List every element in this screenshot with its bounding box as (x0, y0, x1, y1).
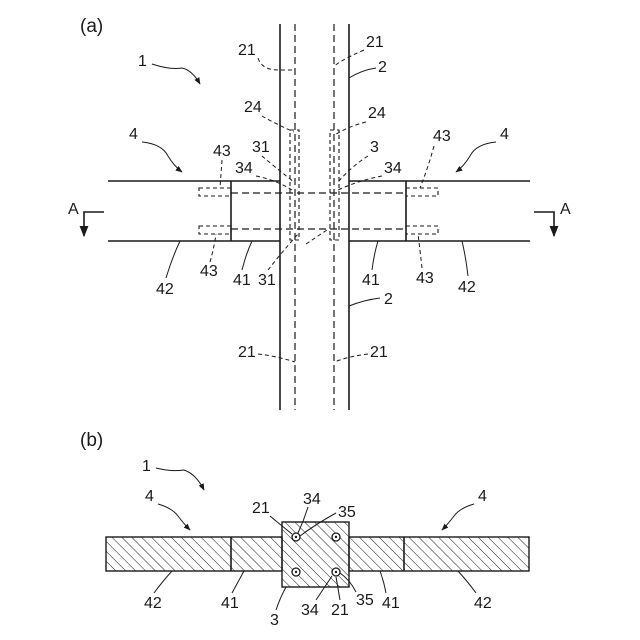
leader-b-4-right (442, 504, 474, 530)
label-b-21-bottom: 21 (331, 602, 349, 619)
label-24-right: 24 (368, 105, 386, 122)
label-21-tl: 21 (238, 42, 256, 59)
label-34-right: 34 (384, 160, 402, 177)
end-bolt-tr (406, 188, 438, 196)
leader-4-right (456, 142, 496, 172)
leader-b-42-left (154, 571, 172, 593)
label-b-34-top: 34 (303, 491, 321, 508)
section-label-right: A (560, 201, 571, 218)
leader-24-left (262, 116, 294, 132)
leader-31-top (262, 156, 294, 182)
label-43-tr: 43 (433, 128, 451, 145)
label-4-left: 4 (129, 126, 138, 143)
end-bolt-br (406, 226, 438, 234)
bolt-center-bl (295, 571, 297, 573)
leader-41-right (372, 241, 378, 270)
label-b-4-right: 4 (478, 488, 487, 505)
label-2-top: 2 (378, 59, 387, 76)
label-31-top: 31 (252, 139, 270, 156)
section-marker-left (84, 212, 104, 236)
leader-31-bottom-b (306, 228, 330, 244)
leader-4-left (142, 142, 182, 172)
leader-b-41-left (232, 571, 244, 593)
leader-43-br (418, 234, 422, 268)
label-b-3: 3 (270, 612, 279, 629)
label-b-41-left: 41 (221, 595, 239, 612)
leader-24-right (336, 122, 366, 134)
end-bolt-tl (199, 188, 231, 196)
label-b-42-left: 42 (144, 595, 162, 612)
figure-a: (a) A A 1 4 (68, 16, 571, 410)
label-43-br: 43 (416, 270, 434, 287)
label-31-bottom: 31 (258, 272, 276, 289)
figure-a-caption: (a) (80, 16, 103, 37)
leader-34-left (256, 176, 292, 190)
label-b-4-left: 4 (145, 488, 154, 505)
label-b-34-bottom: 34 (301, 602, 319, 619)
label-21-bl: 21 (238, 344, 256, 361)
section-label-left: A (68, 201, 79, 218)
leader-42-left (166, 241, 180, 278)
leader-b-41-right (380, 571, 386, 593)
label-4-right: 4 (500, 126, 509, 143)
beam-right-section (349, 537, 529, 571)
leader-34-right (338, 176, 382, 190)
end-bolt-bl (199, 226, 231, 234)
label-3: 3 (370, 139, 379, 156)
beam-left-section (106, 537, 282, 571)
leader-41-left (242, 241, 252, 270)
leader-21-tl (258, 58, 295, 70)
label-43-tl: 43 (213, 143, 231, 160)
bolt-center-br (335, 571, 337, 573)
leader-1 (152, 64, 200, 84)
label-41-left: 41 (233, 272, 251, 289)
leader-2-bottom (349, 298, 380, 306)
label-b-35-bottom: 35 (356, 592, 374, 609)
label-2-bottom: 2 (384, 291, 393, 308)
leader-b-1 (156, 468, 204, 490)
figure-b-caption: (b) (80, 430, 103, 451)
bolt-center-tr (335, 536, 337, 538)
label-1: 1 (138, 53, 147, 70)
label-b-42-right: 42 (474, 595, 492, 612)
label-b-41-right: 41 (382, 595, 400, 612)
label-42-right: 42 (458, 279, 476, 296)
leader-b-3 (276, 587, 286, 610)
label-b-1: 1 (142, 458, 151, 475)
leader-b-4-left (158, 504, 190, 530)
leader-21-br (334, 354, 368, 362)
label-34-left: 34 (235, 160, 253, 177)
leader-43-tl (220, 160, 222, 188)
label-42-left: 42 (156, 281, 174, 298)
leader-2-top (349, 68, 376, 78)
leader-3 (338, 156, 368, 182)
label-21-tr: 21 (366, 34, 384, 51)
bolt-center-tl (295, 536, 297, 538)
connector-block (282, 522, 349, 587)
label-21-br: 21 (370, 344, 388, 361)
leader-31-bottom (268, 234, 298, 270)
figure-b: (b) 1 4 4 21 34 35 3 (80, 430, 529, 629)
label-43-bl: 43 (200, 263, 218, 280)
leader-21-bl (258, 354, 295, 362)
label-b-35-top: 35 (338, 504, 356, 521)
leader-43-bl (210, 234, 216, 262)
label-41-right: 41 (362, 272, 380, 289)
leader-42-right (462, 241, 468, 276)
leader-b-42-right (458, 571, 476, 593)
label-b-21-top: 21 (252, 500, 270, 517)
label-24-left: 24 (244, 99, 262, 116)
section-marker-right (534, 212, 554, 236)
